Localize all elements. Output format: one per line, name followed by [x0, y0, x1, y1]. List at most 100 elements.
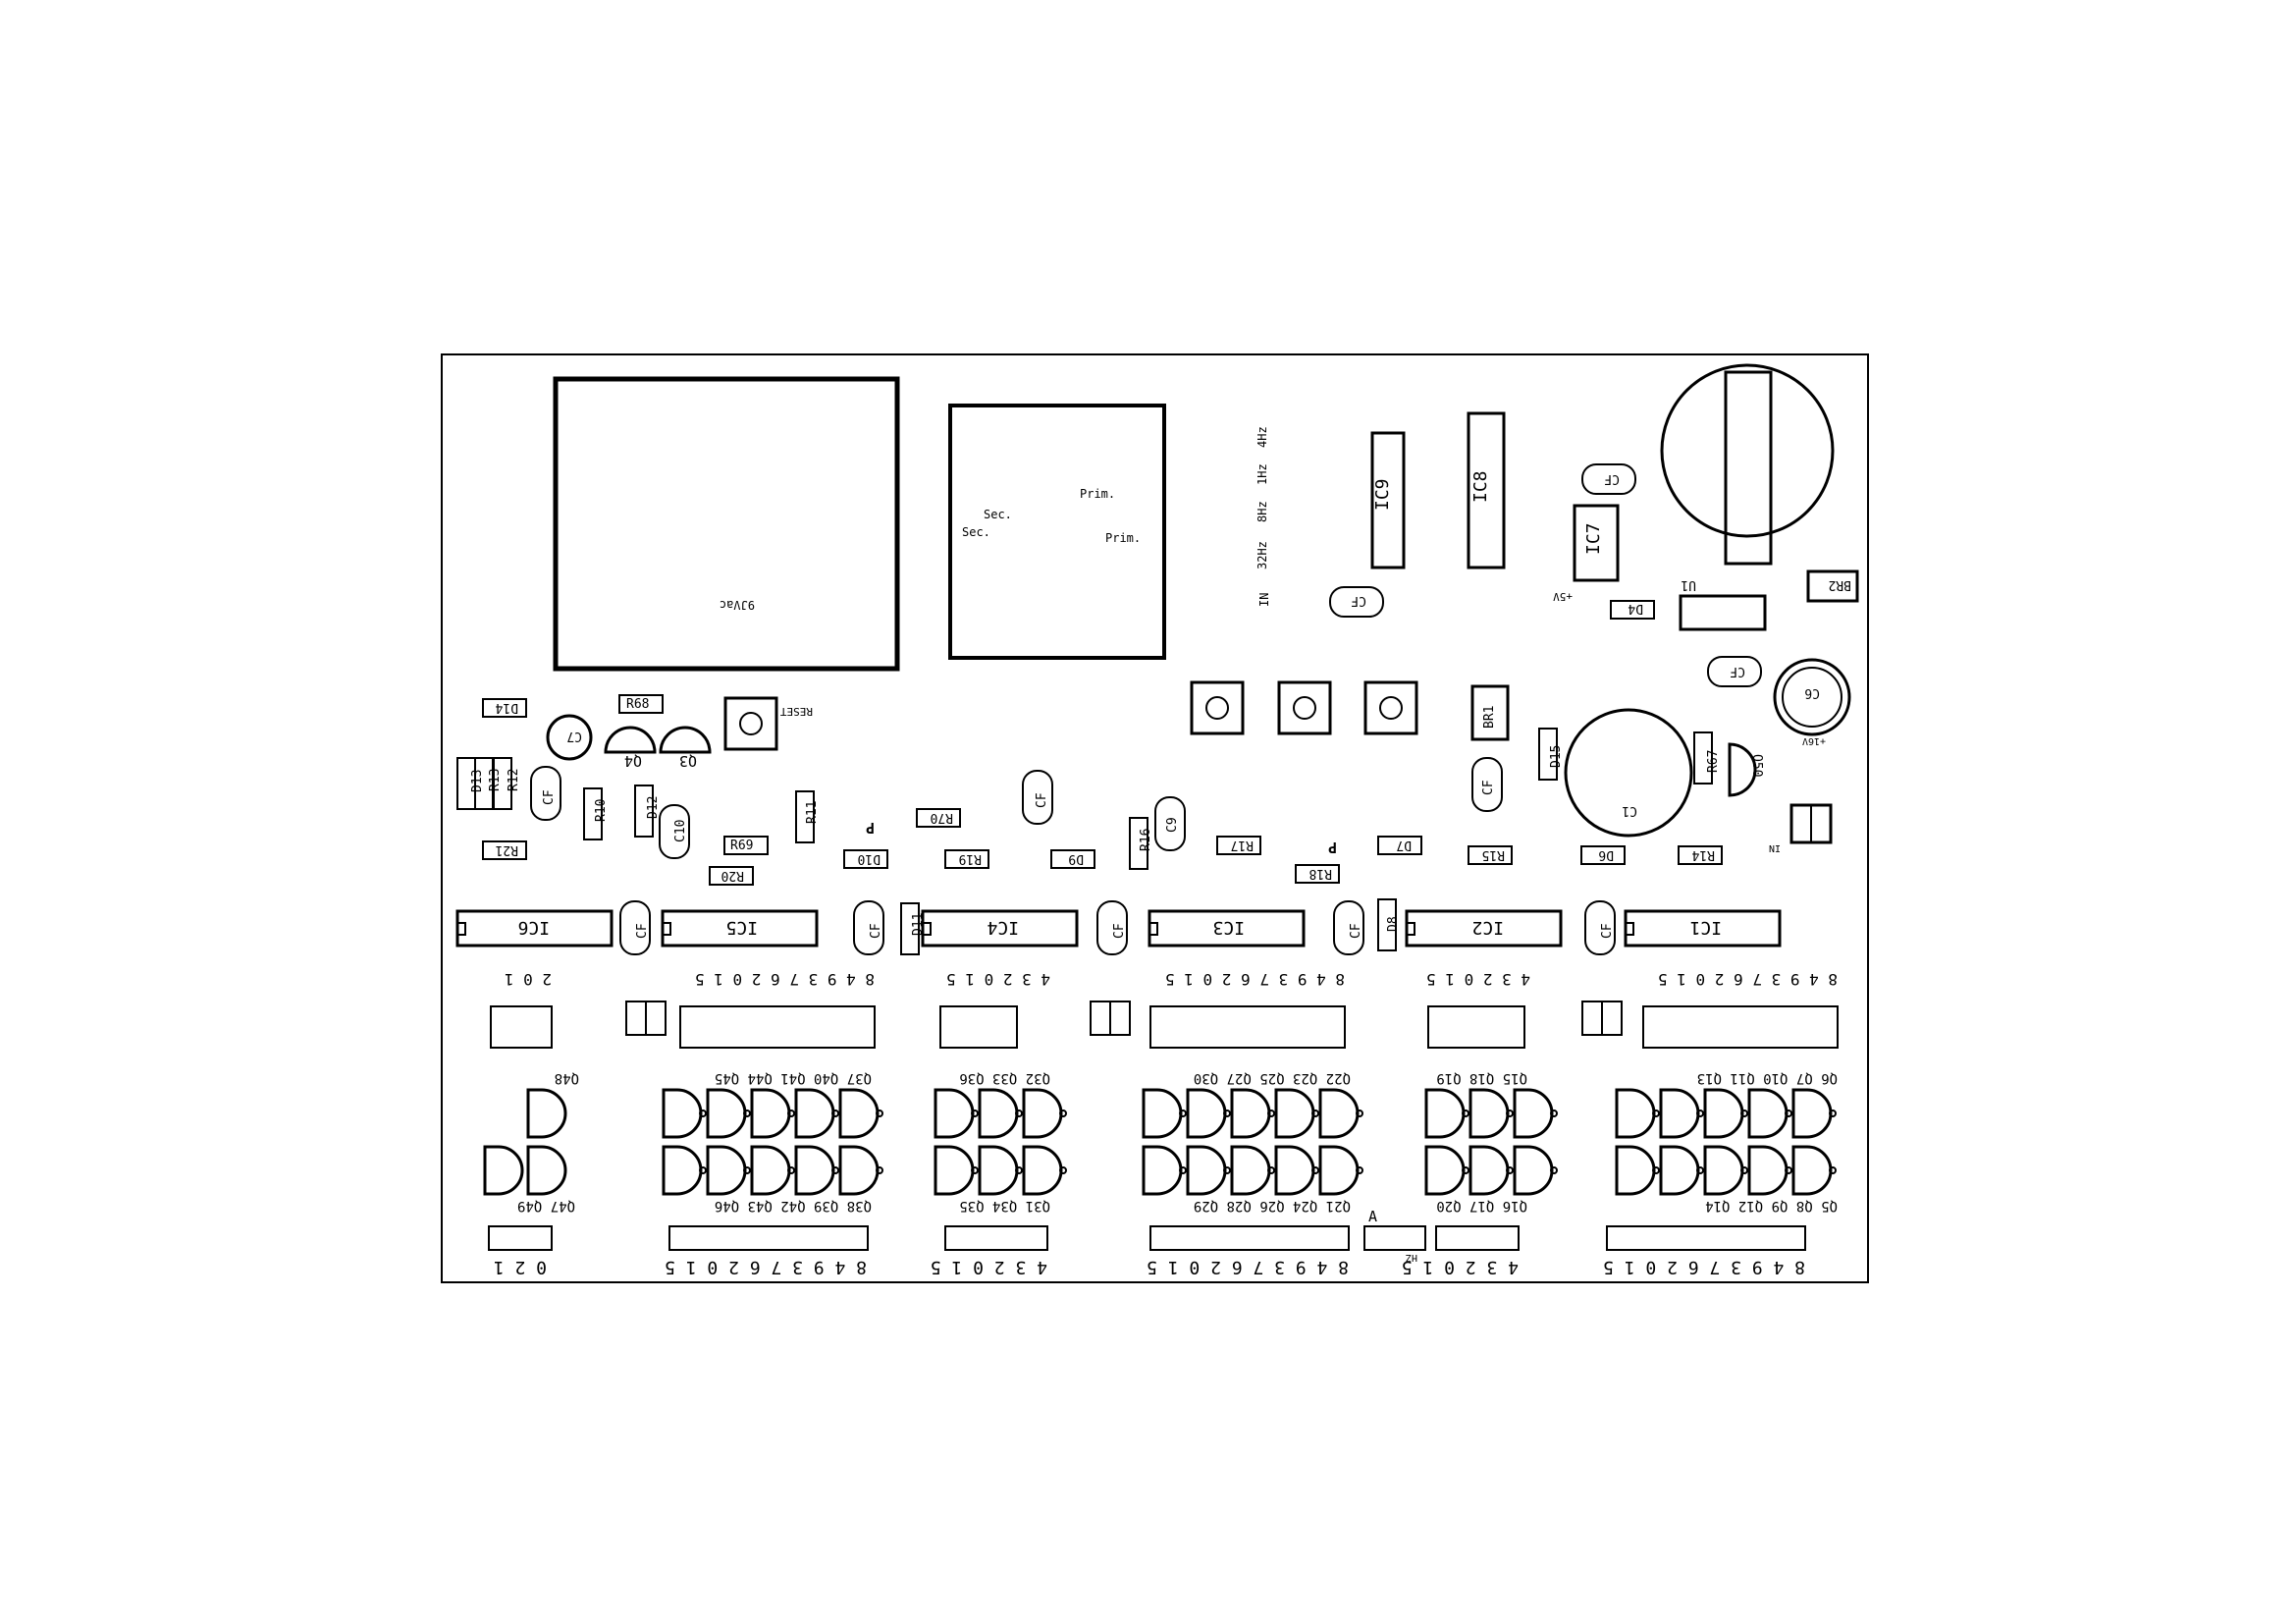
transistor: [483, 1145, 524, 1196]
r14-label: R14: [1691, 847, 1715, 862]
c9-label: C9: [1165, 817, 1180, 833]
ic7-body: [1573, 504, 1620, 582]
prim-label: Prim.: [1080, 487, 1115, 501]
cf-cap: [1333, 900, 1364, 955]
freq-1hz: 1Hz: [1255, 463, 1269, 485]
q-top-g2: Q15 Q18 Q19: [1436, 1070, 1527, 1086]
q-top-g6: Q48: [555, 1070, 579, 1086]
r12-label: R12: [507, 769, 521, 791]
transistor: [662, 1145, 703, 1196]
ic3-label: IC3: [1212, 917, 1245, 938]
cf-cap: [1096, 900, 1128, 955]
pushbutton-3: [1363, 680, 1418, 735]
c10-cap: [659, 804, 690, 859]
ic6-label: IC6: [517, 917, 550, 938]
br2-body: [1806, 569, 1859, 603]
ic4-label: IC4: [987, 917, 1019, 938]
freq-4hz: 4Hz: [1255, 426, 1269, 448]
r70-label: R70: [931, 810, 953, 825]
c9-cap: [1154, 796, 1186, 851]
cf-cap: [1022, 770, 1053, 825]
d8-label: D8: [1386, 916, 1401, 932]
transistor: [978, 1088, 1019, 1139]
ic2-body: [1405, 909, 1563, 947]
transistor: [838, 1145, 880, 1196]
r19-label: R19: [959, 851, 982, 866]
r21-label: R21: [496, 842, 518, 857]
transistor: [934, 1088, 975, 1139]
transistor: [1274, 1145, 1315, 1196]
transistor: [526, 1088, 567, 1139]
transistor: [1747, 1145, 1789, 1196]
c6-label: C6: [1804, 685, 1820, 700]
cf-label: CF: [1035, 792, 1049, 808]
r18-label: R18: [1309, 866, 1332, 881]
cf-label: CF: [635, 923, 650, 939]
cf-cap: [1581, 463, 1636, 495]
transistor: [1424, 1145, 1466, 1196]
cf-cap: [853, 900, 884, 955]
u1-body: [1679, 594, 1767, 631]
transistor: [794, 1088, 835, 1139]
q-top-g4: Q32 Q33 Q36: [959, 1070, 1050, 1086]
transformer-1: [553, 376, 900, 672]
br1-body: [1470, 684, 1510, 741]
bottom-labels-g5: 8 4 9 3 7 6 2 0 1 5: [665, 1257, 867, 1277]
r16-label: R16: [1139, 829, 1153, 851]
pin-labels-g2: 4 3 2 0 1 5: [1426, 970, 1530, 989]
ic2-label: IC2: [1471, 917, 1504, 938]
d6-label: D6: [1598, 847, 1614, 862]
q50-label: Q50: [1749, 754, 1764, 777]
bottom-labels-g1: 8 4 9 3 7 6 2 0 1 5: [1603, 1257, 1805, 1277]
transistor: [1022, 1088, 1063, 1139]
sec-label: Sec.: [962, 525, 990, 539]
ic5-label: IC5: [725, 917, 758, 938]
q-bot-g4: Q31 Q34 Q35: [959, 1198, 1050, 1214]
transistor: [1659, 1145, 1700, 1196]
transistor-arrays: [483, 1088, 1837, 1196]
cf-cap: [1707, 656, 1762, 687]
r11-label: R11: [805, 801, 820, 824]
u1-label: U1: [1681, 577, 1696, 592]
resistor-banks: [490, 1005, 1839, 1049]
r20-label: R20: [721, 868, 744, 883]
cf-label: CF: [1351, 593, 1366, 608]
ic8-label: IC8: [1470, 470, 1491, 503]
cf-cap: [1329, 586, 1384, 618]
q50-transistor: [1728, 742, 1757, 797]
d12-label: D12: [646, 796, 661, 819]
c7-cap: [546, 714, 593, 761]
p-label: P: [1328, 839, 1337, 856]
d14-label: D14: [495, 700, 518, 715]
bottom-labels-g3: 8 4 9 3 7 6 2 0 1 5: [1147, 1257, 1349, 1277]
q-bot-g5: Q38 Q39 Q42 Q43 Q46: [715, 1198, 872, 1214]
cf-label: CF: [1349, 923, 1363, 939]
transformer-label: 9JVac: [720, 598, 755, 612]
transistor: [1186, 1088, 1227, 1139]
transistor: [1615, 1145, 1656, 1196]
transistor: [1513, 1145, 1554, 1196]
transistor: [1703, 1088, 1744, 1139]
transistor: [1230, 1088, 1271, 1139]
r69-label: R69: [730, 839, 753, 853]
freq-8hz: 8Hz: [1255, 501, 1269, 522]
c10-label: C10: [673, 820, 688, 842]
transistor: [1703, 1145, 1744, 1196]
q-top-g1: Q6 Q7 Q10 Q11 Q13: [1697, 1070, 1838, 1086]
transistor: [1318, 1145, 1360, 1196]
d13-label: D13: [470, 770, 485, 792]
bottom-labels-g4: 4 3 2 0 1 5: [931, 1257, 1047, 1277]
sec-label: Sec.: [984, 508, 1012, 521]
transistor: [934, 1145, 975, 1196]
transistor: [750, 1145, 791, 1196]
ic1-label: IC1: [1689, 917, 1722, 938]
transistor: [1142, 1088, 1183, 1139]
pushbutton-2: [1277, 680, 1332, 735]
pin-labels-g3: 8 4 9 3 7 6 2 0 1 5: [1165, 970, 1345, 989]
transistor: [1468, 1088, 1510, 1139]
pin-labels-g6: 2 0 1: [505, 970, 552, 989]
transistor: [1659, 1088, 1700, 1139]
ic5-body: [661, 909, 819, 947]
ic9-body: [1370, 431, 1406, 569]
transistor: [1615, 1088, 1656, 1139]
